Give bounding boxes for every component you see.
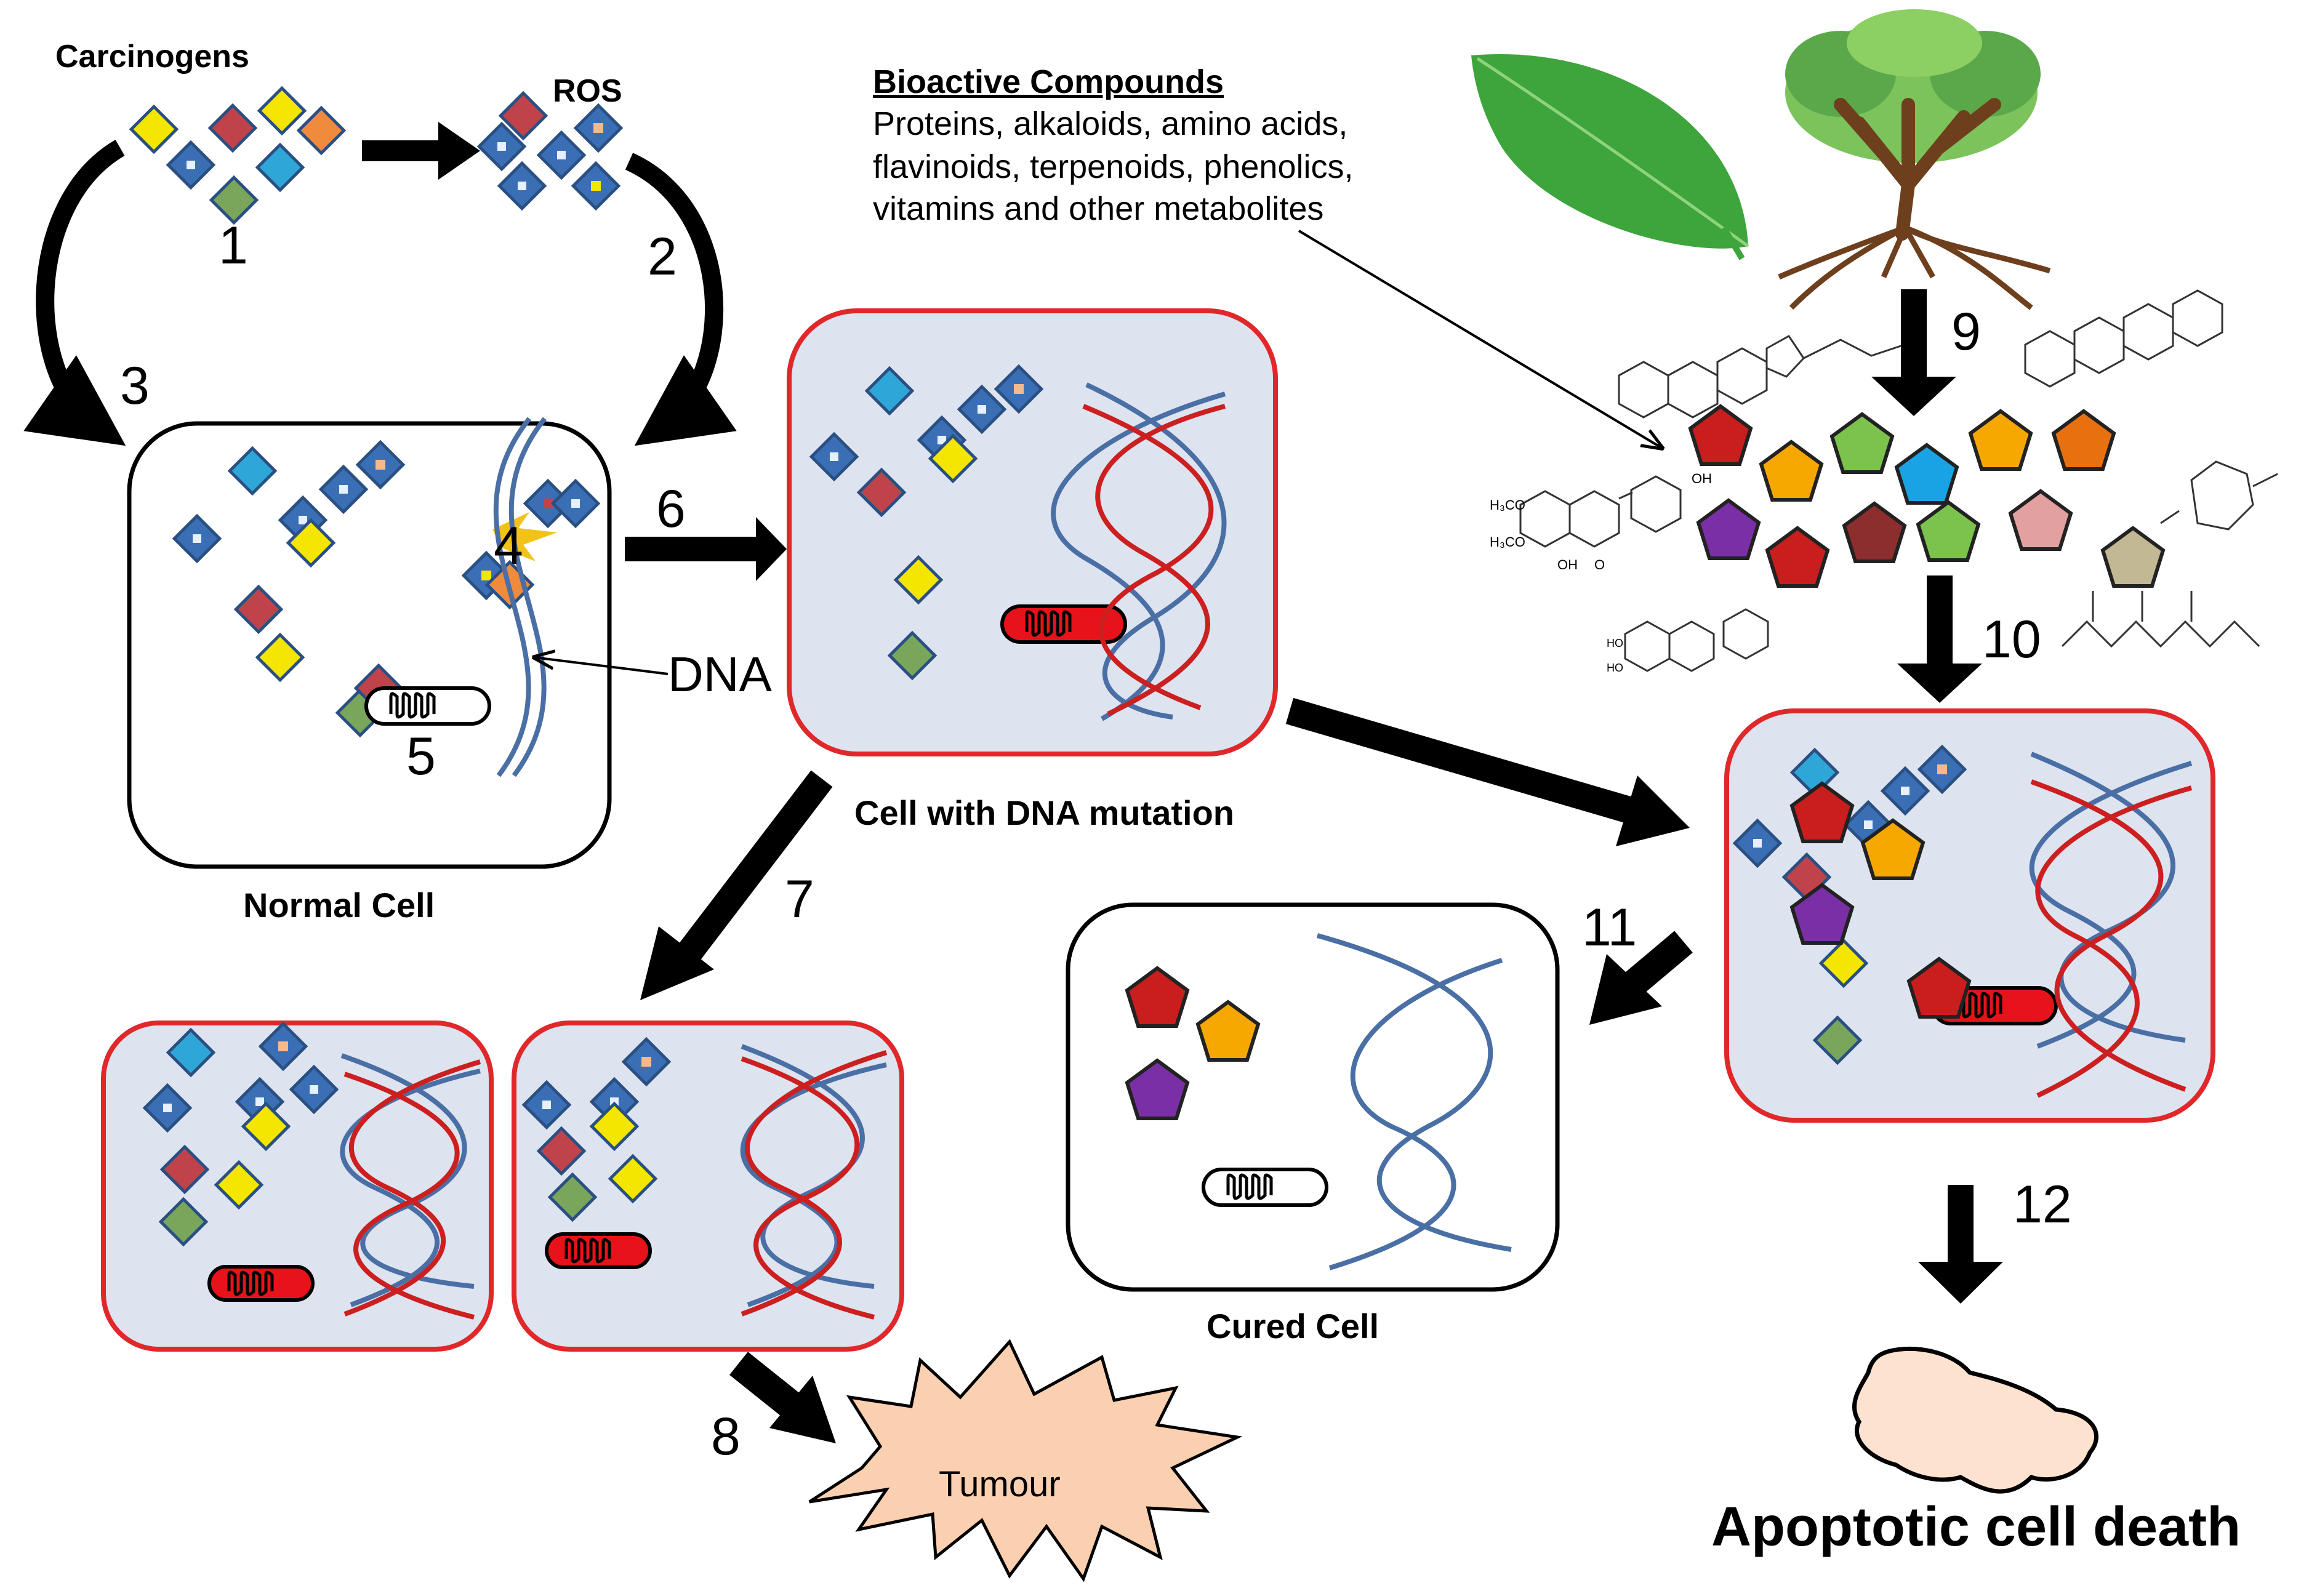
arrow-compounds-to-cell [1897,575,1982,703]
divided-cell-left [101,1021,494,1352]
carcinogen-cluster [131,88,344,223]
cured-cell [1066,902,1560,1292]
arrow-to-division [640,770,833,1000]
arrow-to-apoptosis [1918,1185,2003,1304]
divided-cell-right [512,1021,904,1352]
arrow-to-mutation [625,517,787,581]
ros-cluster [479,93,621,209]
compound-pentagons [1690,406,2163,586]
treated-cell [1724,708,2215,1123]
apoptotic-cell-shape [1852,1346,2098,1494]
arrow-mutation-to-treated [1285,697,1690,846]
tree-icon [1778,9,2051,310]
arrow-to-tumour [729,1352,836,1443]
tumour-shape [808,1339,1243,1582]
leaf-icon [1471,54,1749,260]
arrow-to-cured [1589,931,1693,1025]
arrow-plant-to-compounds [1871,289,1956,416]
arrow-ros-to-cell [625,153,737,446]
bioactive-pointer [1298,230,1662,448]
arrow-carcinogen-to-cell [23,140,126,446]
normal-cell [127,417,612,869]
dna-pointer [534,657,669,675]
arrow-carcinogen-to-ros [362,122,480,180]
chemical-structures [1519,289,2278,672]
mutated-cell [787,308,1278,756]
